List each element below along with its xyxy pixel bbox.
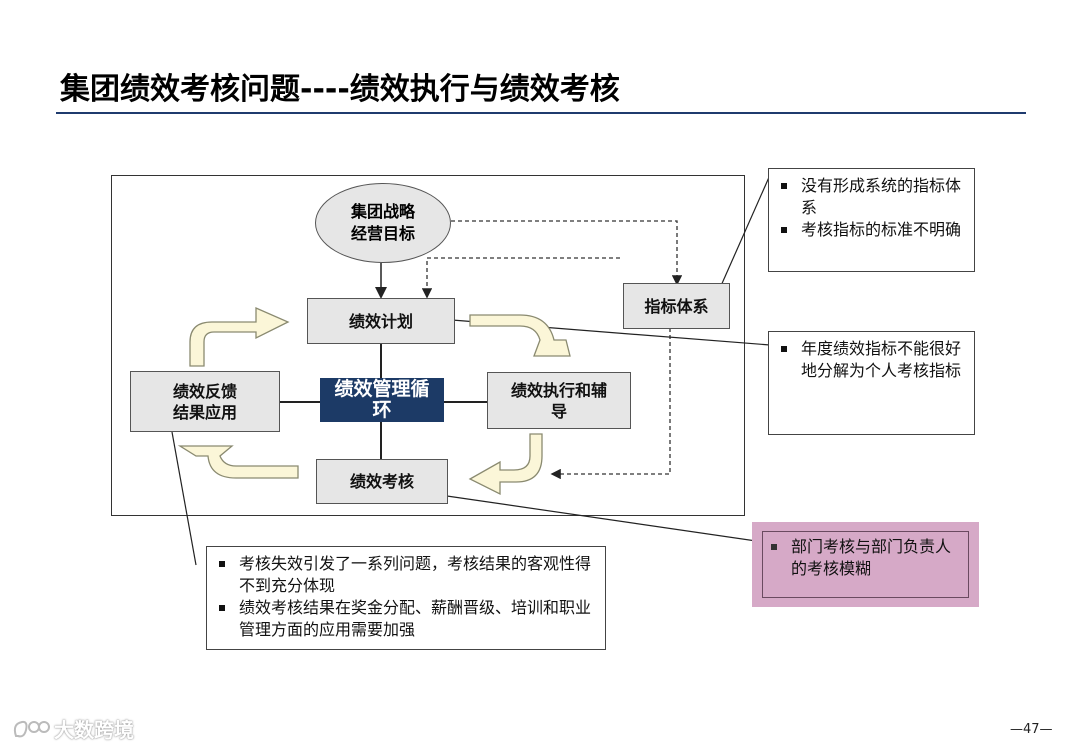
note-plan-issues: 年度绩效指标不能很好地分解为个人考核指标: [768, 331, 975, 435]
indicator-box: 指标体系: [623, 283, 730, 329]
highlight-note: 部门考核与部门负责人的考核模糊: [752, 522, 979, 607]
note-assessment-issues: 考核失效引发了一系列问题，考核结果的客观性得不到充分体现 绩效考核结果在奖金分配…: [206, 546, 606, 650]
connector-assess-note: [439, 494, 771, 544]
note-indicator-issues: 没有形成系统的指标体系 考核指标的标准不明确: [768, 168, 975, 272]
curved-arrow-feedback-to-plan: [189, 307, 290, 367]
cycle-center-box: 绩效管理循 环: [320, 378, 444, 422]
curved-arrow-assess-to-feedback: [177, 445, 299, 479]
list-item: 考核失效引发了一系列问题，考核结果的客观性得不到充分体现: [217, 553, 597, 597]
indicator-to-plan-dashed: [421, 257, 620, 299]
connector-feedback-note: [171, 431, 197, 566]
watermark-logo-icon: [13, 720, 50, 737]
feedback-box: 绩效反馈 结果应用: [130, 371, 280, 432]
title-underline: [56, 112, 1026, 114]
connector-indicator-note: [719, 174, 771, 289]
list-item: 绩效考核结果在奖金分配、薪酬晋级、培训和职业管理方面的应用需要加强: [217, 597, 597, 641]
execute-box: 绩效执行和辅 导: [487, 372, 631, 429]
diagram-frame: [111, 175, 745, 516]
curved-arrow-execute-to-assess: [468, 433, 543, 496]
indicator-to-assess-dashed: [550, 328, 671, 480]
watermark-text: 大数跨境: [54, 718, 134, 742]
list-item: 没有形成系统的指标体系: [779, 175, 966, 219]
plan-box: 绩效计划: [307, 298, 455, 344]
curved-arrow-plan-to-execute: [469, 314, 571, 357]
watermark: 大数跨境: [10, 714, 134, 743]
list-item: 部门考核与部门负责人的考核模糊: [769, 536, 962, 580]
strategy-to-indicator-dashed: [451, 220, 683, 286]
strategy-ellipse: 集团战略 经营目标: [315, 183, 451, 263]
assess-box: 绩效考核: [316, 459, 448, 504]
page-number: —47—: [1010, 722, 1053, 737]
list-item: 年度绩效指标不能很好地分解为个人考核指标: [779, 338, 966, 382]
page-title: 集团绩效考核问题----绩效执行与绩效考核: [60, 72, 620, 107]
list-item: 考核指标的标准不明确: [779, 219, 966, 241]
